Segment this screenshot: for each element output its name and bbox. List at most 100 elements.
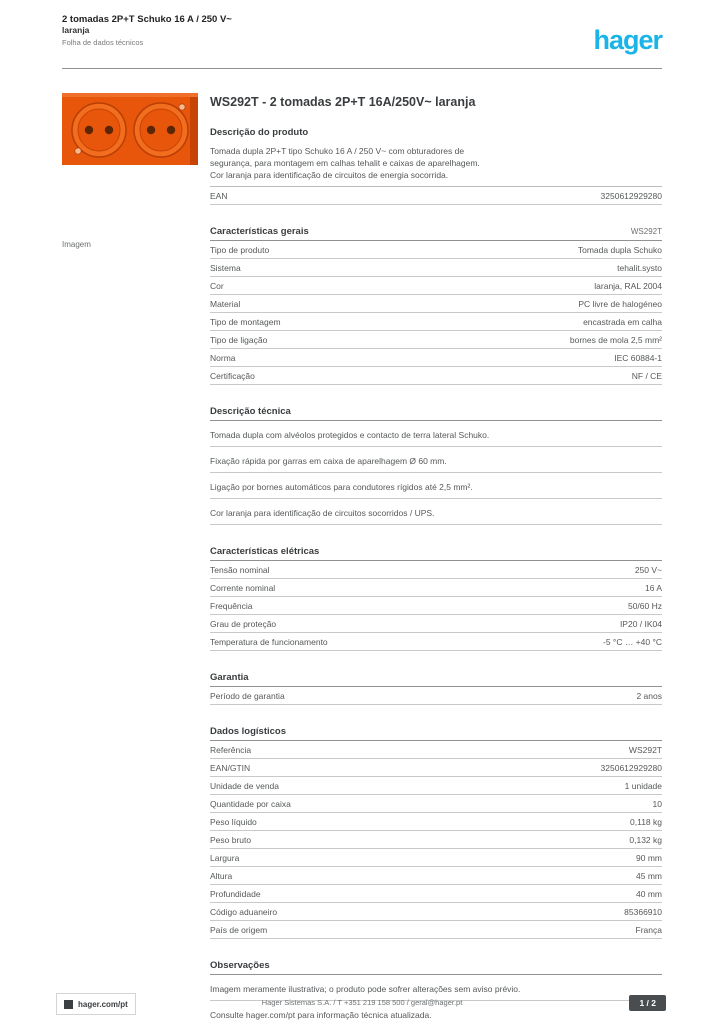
section-title: Características elétricas: [210, 546, 320, 557]
description-line: Tomada dupla 2P+T tipo Schuko 16 A / 250…: [210, 146, 465, 156]
spec-row: Cor laranja, RAL 2004: [210, 277, 662, 295]
spec-row: Referência WS292T: [210, 741, 662, 759]
section-title: Descrição técnica: [210, 406, 291, 417]
footer-page-number: 1 / 2: [629, 995, 666, 1011]
spec-label: Sistema: [210, 263, 241, 273]
spec-paragraph-text: Tomada dupla com alvéolos protegidos e c…: [210, 430, 490, 440]
spec-label: País de origem: [210, 925, 268, 935]
spec-row: País de origem França: [210, 921, 662, 939]
spec-paragraph-text: Ligação por bornes automáticos para cond…: [210, 482, 473, 492]
spec-value: Tomada dupla Schuko: [577, 245, 662, 255]
spec-value: 2 anos: [636, 691, 662, 701]
spec-row: Frequência 50/60 Hz: [210, 597, 662, 615]
spec-row: Material PC livre de halogéneo: [210, 295, 662, 313]
header-divider: [62, 68, 662, 69]
spec-row: Profundidade 40 mm: [210, 885, 662, 903]
header-product-line2: laranja: [62, 25, 90, 35]
spec-value: 50/60 Hz: [627, 601, 662, 611]
spec-label: Grau de proteção: [210, 619, 277, 629]
footer-site-box[interactable]: hager.com/pt: [56, 993, 136, 1015]
spec-paragraph-row: Ligação por bornes automáticos para cond…: [210, 473, 662, 499]
spec-paragraph-text: Consulte hager.com/pt para informação té…: [210, 1010, 432, 1020]
spec-label: Cor: [210, 281, 224, 291]
spec-paragraph-row: Imagem meramente ilustrativa; o produto …: [210, 975, 662, 1001]
spec-label: Peso bruto: [210, 835, 252, 845]
spec-section: Características gerais WS292T Tipo de prod…: [210, 226, 662, 385]
spec-row: Peso bruto 0,132 kg: [210, 831, 662, 849]
header-product-line1: 2 tomadas 2P+T Schuko 16 A / 250 V~: [62, 14, 232, 25]
section-header: Descrição técnica: [210, 406, 662, 421]
spec-row: Tipo de produto Tomada dupla Schuko: [210, 241, 662, 259]
spec-value: WS292T: [628, 745, 662, 755]
description-heading: Descrição do produto: [210, 127, 309, 138]
spec-value: 0,132 kg: [629, 835, 662, 845]
double-socket-illustration: [62, 93, 198, 165]
spec-label: Corrente nominal: [210, 583, 276, 593]
spec-label: Referência: [210, 745, 252, 755]
spec-value: 16 A: [644, 583, 662, 593]
spec-paragraph-row: Tomada dupla com alvéolos protegidos e c…: [210, 421, 662, 447]
spec-label: Material: [210, 299, 241, 309]
spec-label: Temperatura de funcionamento: [210, 637, 328, 647]
section-title: Dados logísticos: [210, 726, 287, 737]
spec-label: Tipo de produto: [210, 245, 270, 255]
spec-value: 10: [652, 799, 662, 809]
spec-paragraph-text: Imagem meramente ilustrativa; o produto …: [210, 984, 521, 994]
image-caption: Imagem: [62, 240, 91, 249]
spec-row: Temperatura de funcionamento-5 °C … +40 …: [210, 633, 662, 651]
page-title: WS292T - 2 tomadas 2P+T 16A/250V~ laranj…: [210, 95, 476, 109]
description-line: segurança, para montagem em calhas tehal…: [210, 158, 480, 168]
spec-row: Peso líquido 0,118 kg: [210, 813, 662, 831]
section-title: Características gerais: [210, 226, 309, 237]
section-header: Observações: [210, 960, 662, 975]
description-line: Cor laranja para identificação de circui…: [210, 170, 449, 180]
spec-value: 40 mm: [636, 889, 662, 899]
section-header: Dados logísticos: [210, 726, 662, 741]
spec-value: PC livre de halogéneo: [578, 299, 662, 309]
section-header: Garantia: [210, 672, 662, 687]
header: 2 tomadas 2P+T Schuko 16 A / 250 V~ lara…: [62, 14, 482, 47]
spec-row: Corrente nominal 16 A: [210, 579, 662, 597]
spec-value: 45 mm: [636, 871, 662, 881]
spec-value: IP20 / IK04: [619, 619, 662, 629]
hager-logo: hager: [593, 25, 663, 55]
section-header: Características gerais WS292T: [210, 226, 662, 241]
spec-value: tehalit.systo: [617, 263, 662, 273]
ean-label: EAN: [210, 191, 228, 201]
spec-value: bornes de mola 2,5 mm²: [569, 335, 662, 345]
spec-value: IEC 60884-1: [614, 353, 662, 363]
spec-label: Peso líquido: [210, 817, 257, 827]
footer-site-link[interactable]: hager.com/pt: [78, 999, 128, 1009]
spec-paragraph-text: Cor laranja para identificação de circui…: [210, 508, 435, 518]
spec-label: Quantidade por caixa: [210, 799, 291, 809]
spec-value: laranja, RAL 2004: [594, 281, 662, 291]
spec-value: 0,118 kg: [630, 817, 662, 827]
spec-paragraph-row: Fixação rápida por garras em caixa de ap…: [210, 447, 662, 473]
header-subtitle: Folha de dados técnicos: [62, 38, 144, 47]
section-note: WS292T: [630, 227, 662, 236]
spec-label: Tipo de montagem: [210, 317, 281, 327]
spec-paragraph-text: Fixação rápida por garras em caixa de ap…: [210, 456, 447, 466]
spec-paragraph-row: Cor laranja para identificação de circui…: [210, 499, 662, 525]
spec-label: Código aduaneiro: [210, 907, 278, 917]
spec-label: Profundidade: [210, 889, 261, 899]
spec-label: Certificação: [210, 371, 255, 381]
spec-label: Frequência: [210, 601, 253, 611]
spec-value: 250 V~: [634, 565, 662, 575]
main-column: WS292T - 2 tomadas 2P+T 16A/250V~ laranj…: [210, 95, 662, 1024]
spec-value: França: [635, 925, 662, 935]
